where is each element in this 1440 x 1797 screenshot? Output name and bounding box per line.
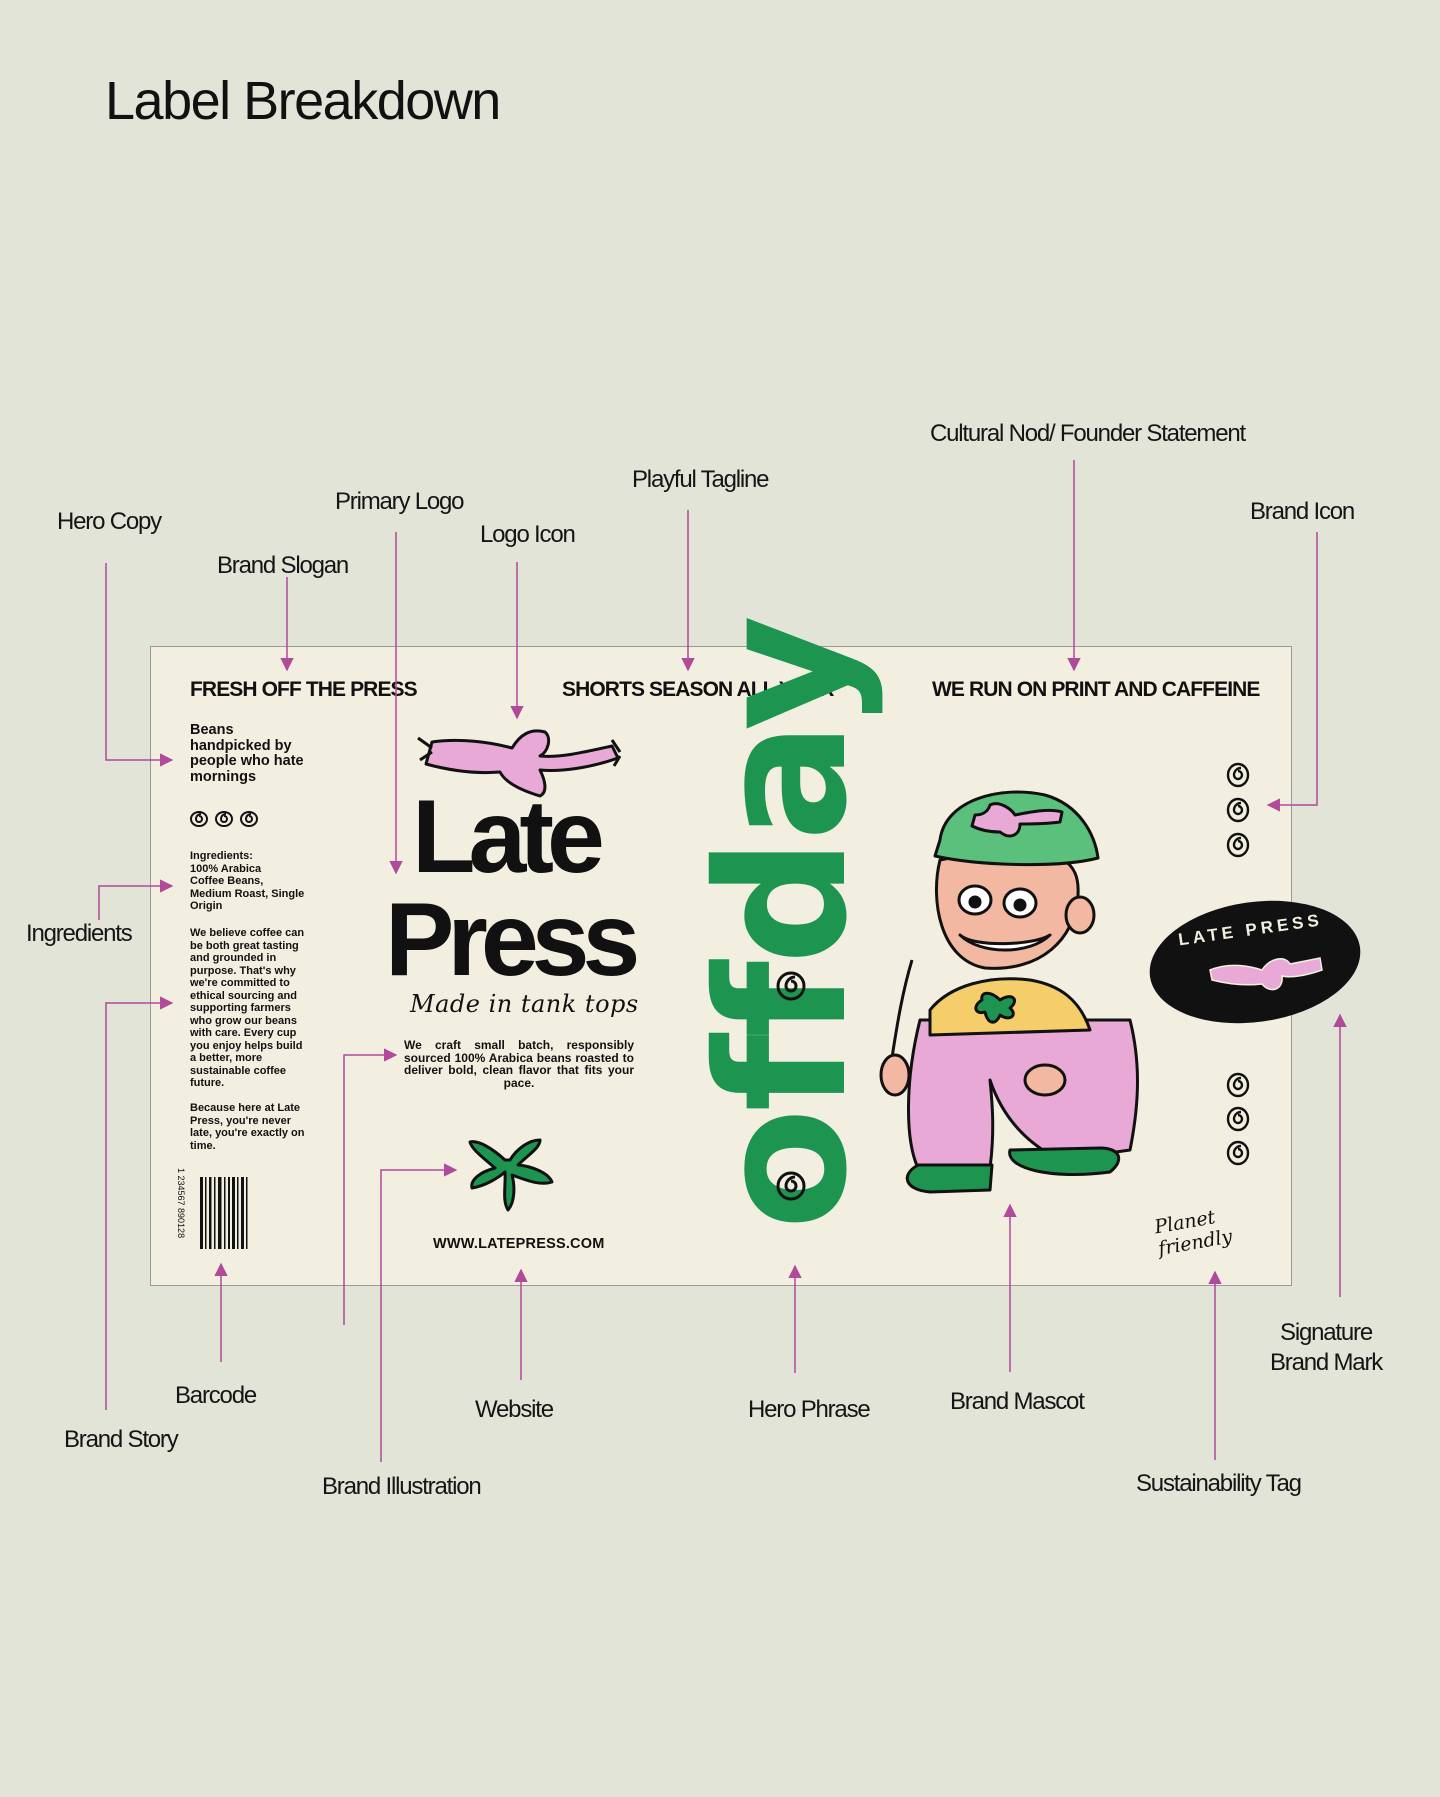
script-tagline: Made in tank tops [410, 990, 639, 1018]
callout-hero-copy: Hero Copy [57, 508, 162, 535]
ingredients-text: Ingredients: 100% Arabica Coffee Beans, … [190, 850, 305, 912]
page-title: Label Breakdown [105, 71, 501, 131]
callout-website: Website [475, 1396, 554, 1423]
logo-word-press: Press [385, 882, 640, 998]
signature-brand-mark: LATE PRESS [1149, 900, 1361, 1024]
brand-story-text: We believe coffee can be both great tast… [190, 927, 305, 1089]
logo-icon [417, 729, 622, 798]
callout-ingredients: Ingredients [26, 920, 133, 947]
callout-playful-tagline: Playful Tagline [632, 466, 770, 493]
callout-brand-slogan: Brand Slogan [217, 552, 349, 579]
callout-sustainability-tag: Sustainability Tag [1136, 1470, 1302, 1497]
hero-copy-text: Beans handpicked by people who hate morn… [190, 722, 304, 785]
craft-description: We craft small batch, responsibly source… [404, 1038, 634, 1090]
brand-mascot [879, 790, 1139, 1194]
callout-lines [98, 460, 1347, 1462]
callout-signature-brand-mark: Signature Brand Mark [1270, 1319, 1383, 1376]
callout-primary-logo: Primary Logo [335, 488, 465, 515]
brand-illustration [468, 1138, 554, 1212]
hero-copy-spirals [190, 811, 258, 827]
logo-word-late: Late [412, 779, 605, 895]
callout-brand-illustration: Brand Illustration [322, 1473, 482, 1500]
callout-hero-phrase: Hero Phrase [748, 1396, 871, 1423]
barcode [200, 1177, 248, 1249]
callout-barcode: Barcode [175, 1382, 257, 1409]
founder-statement-text: WE RUN ON PRINT AND CAFFEINE [932, 678, 1260, 701]
hero-phrase-spirals [776, 971, 806, 1201]
brand-slogan-text: FRESH OFF THE PRESS [190, 678, 418, 701]
callout-brand-mascot: Brand Mascot [950, 1388, 1085, 1415]
coffee-label [150, 646, 1292, 1286]
callout-logo-icon: Logo Icon [480, 521, 576, 548]
callout-cultural-nod: Cultural Nod/ Founder Statement [930, 420, 1246, 447]
callout-brand-icon: Brand Icon [1250, 498, 1355, 525]
website-text: WWW.LATEPRESS.COM [433, 1236, 605, 1252]
playful-tagline-text: SHORTS SEASON ALL YEAR [562, 678, 834, 701]
brand-story-closing-text: Because here at Late Press, you're never… [190, 1102, 305, 1152]
callout-brand-story: Brand Story [64, 1426, 179, 1453]
brand-icon [1226, 762, 1250, 1166]
